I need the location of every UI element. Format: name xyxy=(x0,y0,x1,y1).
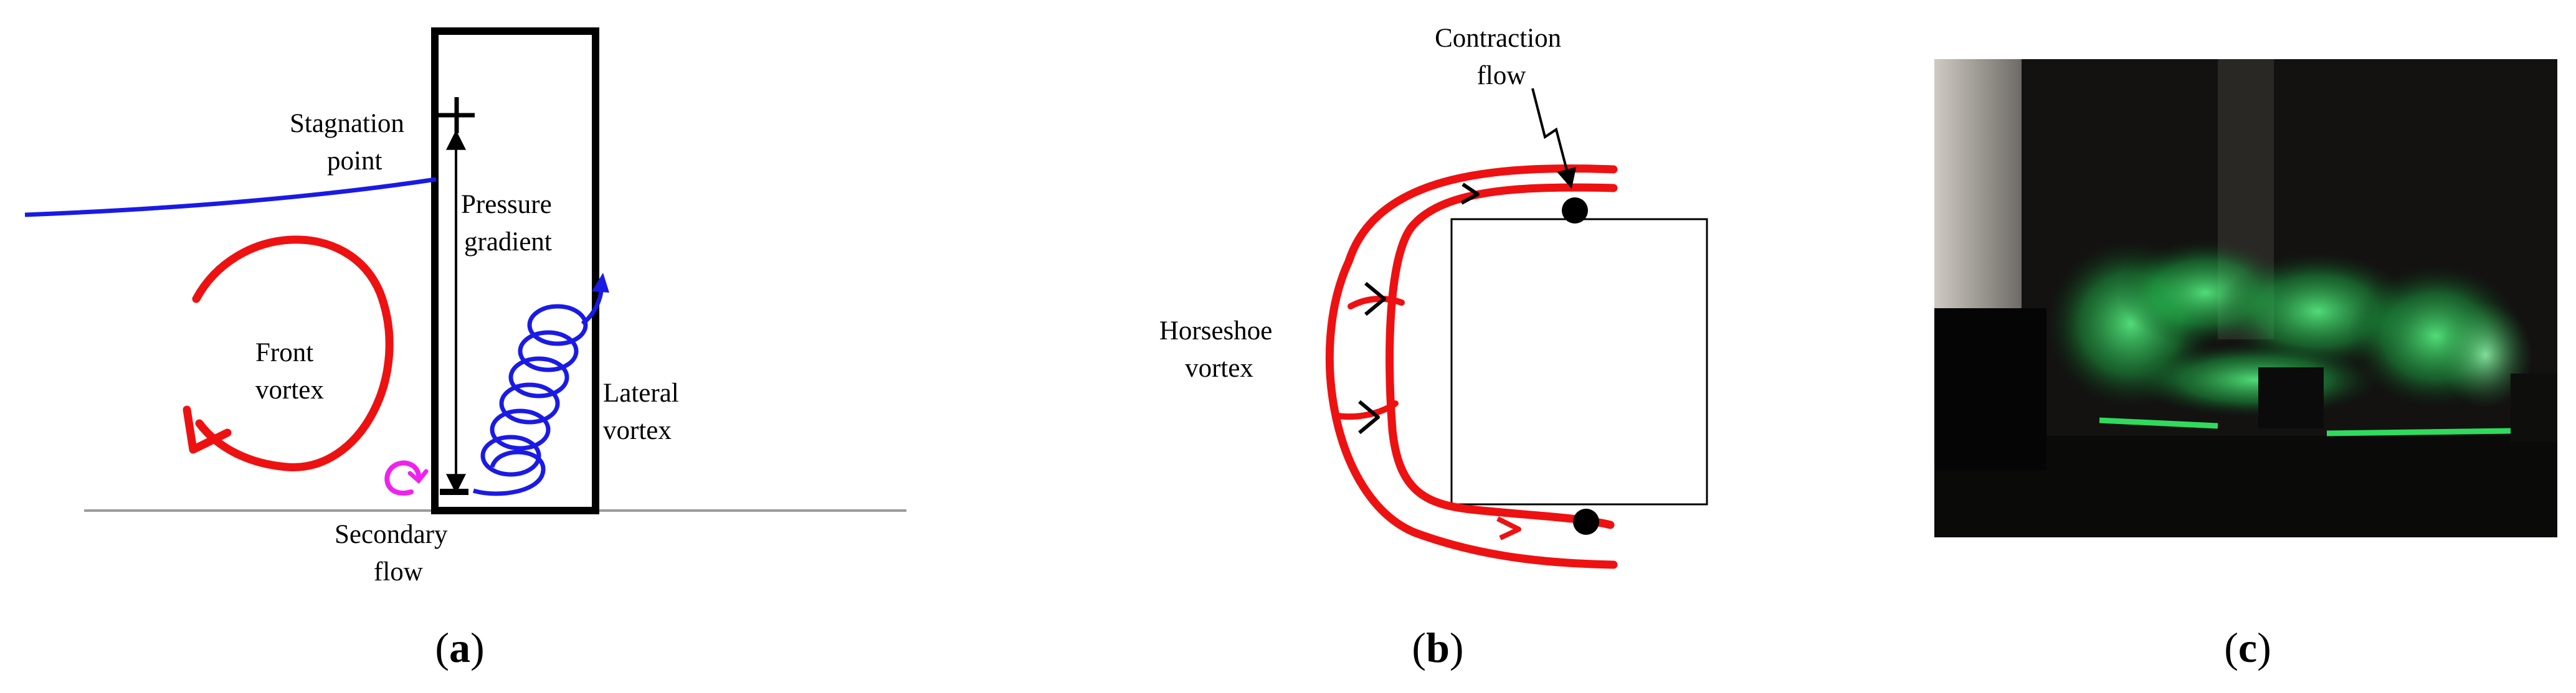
front-vortex-label-line1: Front xyxy=(255,338,313,367)
plus-sign xyxy=(438,97,475,133)
lateral-vortex-label: Lateral vortex xyxy=(603,379,686,445)
secondary-flow-label-line1: Secondary xyxy=(335,520,448,549)
separation-dot-top xyxy=(1562,197,1588,224)
front-vortex-arrowhead xyxy=(183,405,232,454)
lateral-vortex-arrowhead xyxy=(592,273,609,293)
photo-model-block xyxy=(2258,367,2324,428)
secondary-flow-label: Secondary flow xyxy=(335,520,454,587)
photo-green-smoke xyxy=(2046,240,2532,417)
pressure-gradient-label: Pressure gradient xyxy=(461,190,558,257)
horseshoe-inner-curve xyxy=(1385,183,1618,529)
caption-b: (b) xyxy=(1412,624,1463,671)
lateral-vortex-label-line2: vortex xyxy=(603,416,672,445)
spoke-upper-chevron xyxy=(1364,281,1386,316)
building-plan-square xyxy=(1450,218,1708,506)
pressure-label-line1: Pressure xyxy=(461,190,552,219)
front-vortex-label: Front vortex xyxy=(255,338,324,405)
front-vortex-curve xyxy=(192,235,394,471)
secondary-flow-curl xyxy=(384,460,422,496)
caption-c: (c) xyxy=(2224,624,2271,671)
inner-top-chevron xyxy=(1460,182,1480,205)
lateral-vortex-helix xyxy=(472,280,604,496)
photo-left-block xyxy=(1934,308,2046,470)
separation-dot-bottom xyxy=(1573,509,1599,535)
spoke-lower-chevron xyxy=(1358,400,1380,435)
panel-b: Contraction flow Horseshoe vortex (b) xyxy=(1159,24,1708,671)
panel-c: (c) xyxy=(1934,59,2557,671)
horseshoe-label-line1: Horseshoe xyxy=(1159,316,1273,346)
stagnation-label-line2: point xyxy=(327,146,382,176)
contraction-label-line2: flow xyxy=(1477,61,1526,90)
panel-a: Stagnation point Pressure gradient Front… xyxy=(24,27,906,671)
pressure-label-line2: gradient xyxy=(464,227,552,257)
horseshoe-outer-curve xyxy=(1325,164,1618,569)
photo-laser-sheet-left xyxy=(2099,417,2218,429)
inner-bottom-chevron xyxy=(1496,516,1521,540)
photo-left-wall-light xyxy=(1934,59,2022,314)
stagnation-label: Stagnation point xyxy=(290,109,411,176)
secondary-flow-arrowhead xyxy=(407,469,429,484)
contraction-flow-leader xyxy=(1531,88,1577,189)
contraction-flow-label: Contraction flow xyxy=(1435,24,1568,90)
photo-laser-sheet-right xyxy=(2326,428,2511,436)
stagnation-label-line1: Stagnation xyxy=(290,109,404,138)
photo-right-edge-block xyxy=(2511,374,2557,442)
contraction-label-line1: Contraction xyxy=(1435,24,1561,53)
secondary-flow-label-line2: flow xyxy=(374,557,423,587)
horseshoe-spoke-upper xyxy=(1347,295,1405,309)
horseshoe-label-line2: vortex xyxy=(1185,354,1253,383)
horseshoe-vortex-label: Horseshoe vortex xyxy=(1159,316,1279,383)
building-outline xyxy=(431,27,599,514)
front-vortex-label-line2: vortex xyxy=(255,375,324,405)
lateral-vortex-label-line1: Lateral xyxy=(603,379,679,408)
caption-a: (a) xyxy=(435,624,484,671)
horseshoe-spoke-lower xyxy=(1335,400,1399,420)
approach-flow-line xyxy=(24,177,437,217)
